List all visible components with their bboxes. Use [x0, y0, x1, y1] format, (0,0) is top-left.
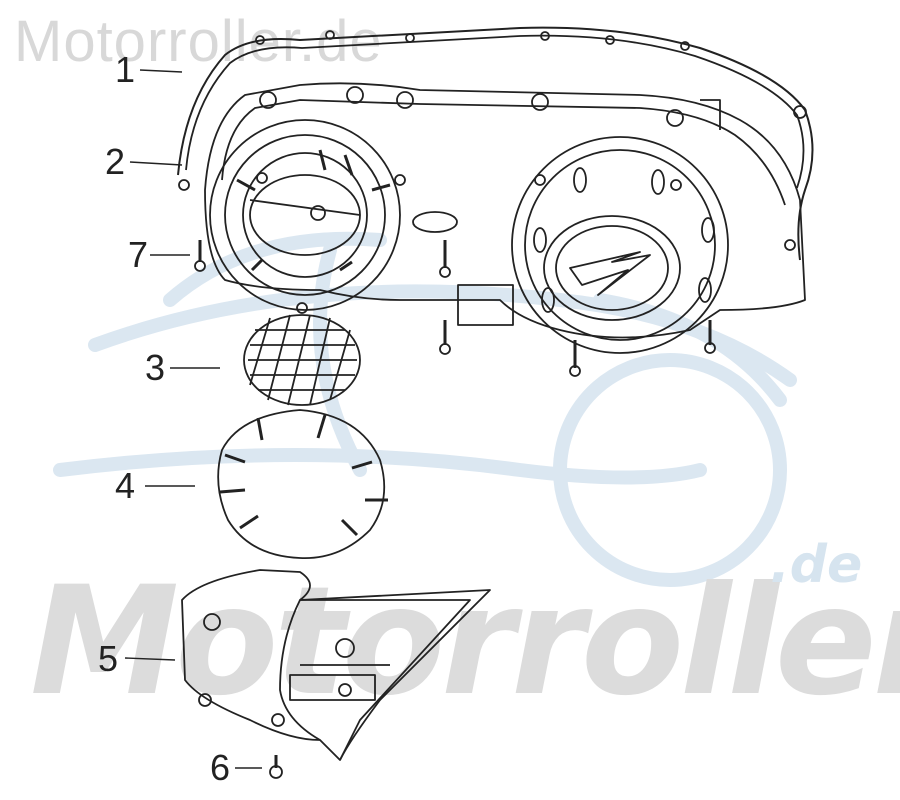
watermark-top-text: Motorroller.de [14, 9, 383, 74]
watermark-suffix-text: .de [770, 535, 863, 595]
callout-6: 6 [210, 747, 231, 788]
crankcase-cover-part-2 [194, 82, 806, 377]
callout-1: 1 [115, 49, 136, 90]
bolt-part-6 [269, 755, 283, 779]
callout-3: 3 [145, 347, 166, 388]
callout-4: 4 [115, 465, 136, 506]
fan-disc-part-4 [217, 409, 388, 559]
outer-cover-part-5 [181, 569, 491, 761]
callout-7: 7 [128, 234, 149, 275]
mesh-screen-part-3 [243, 302, 361, 406]
gasket-part-1 [177, 26, 814, 261]
leader-lines [124, 69, 262, 769]
callout-2: 2 [105, 141, 126, 182]
watermark-main-text: Motorroller [30, 555, 900, 729]
callout-5: 5 [98, 638, 119, 679]
